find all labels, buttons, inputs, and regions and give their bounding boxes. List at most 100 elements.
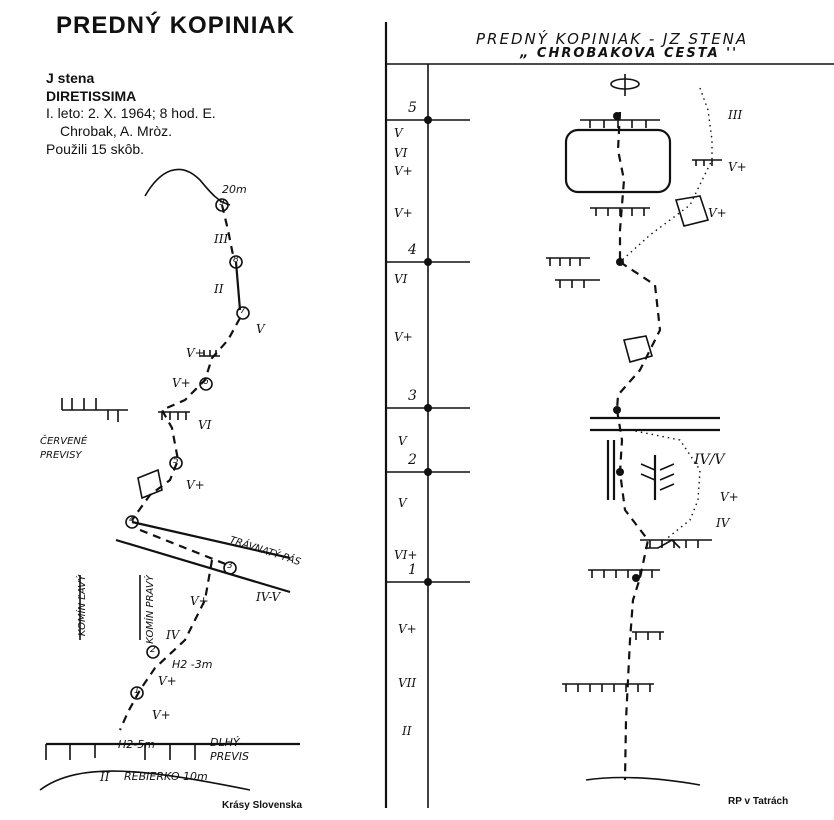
left-route-crack xyxy=(234,261,242,311)
previs-ticks xyxy=(45,744,196,760)
label-grade-iv-v: IV-V xyxy=(256,590,281,604)
left-grade-8: V xyxy=(398,496,407,510)
credit-right: RP v Tatrách xyxy=(728,796,789,807)
cervene-previsy-ticks xyxy=(61,398,128,422)
route-name: DIRETISSIMA xyxy=(46,88,137,104)
belay-num-3: 3 xyxy=(227,561,233,571)
crack-hatching xyxy=(640,463,675,491)
belay-num-5: 5 xyxy=(173,456,179,466)
label-grade-vplus-f: V+ xyxy=(152,708,171,722)
label-grade-vplus-a: V+ xyxy=(186,346,205,360)
belay-num-1: 1 xyxy=(134,686,140,696)
belay-num-2: 2 xyxy=(150,645,156,655)
left-route-lower xyxy=(118,559,214,731)
ledge-7 xyxy=(632,631,664,640)
left-belays xyxy=(125,198,250,700)
label-rebierko: REBIERKO 10m xyxy=(124,770,208,783)
left-grade-1: V xyxy=(394,126,403,140)
right-variant-upper xyxy=(619,87,713,263)
left-roof-2 xyxy=(158,411,190,420)
belay-4 xyxy=(616,258,624,266)
komin-lines xyxy=(79,575,141,640)
label-previs: PREVIS xyxy=(210,750,249,763)
left-grade-2: VI xyxy=(394,146,408,160)
left-grade-11: VII xyxy=(398,676,417,690)
tick-dot-3 xyxy=(424,404,432,412)
ascent-line-1: I. leto: 2. X. 1964; 8 hod. E. xyxy=(46,105,216,121)
right-topo-drawing xyxy=(384,22,834,808)
left-route-traverse xyxy=(139,528,229,567)
tick-dot-1 xyxy=(424,578,432,586)
tick-dot-5 xyxy=(424,116,432,124)
belay-top xyxy=(613,112,621,120)
ground-line xyxy=(39,770,251,791)
belay-num-8: 8 xyxy=(233,255,239,265)
height-num-5: 5 xyxy=(408,100,417,116)
left-grade-12: II xyxy=(402,724,412,738)
tick-dot-4 xyxy=(424,258,432,266)
height-num-4: 4 xyxy=(408,242,417,258)
right-variant-lower xyxy=(629,429,701,541)
label-grade-vplus-c: V+ xyxy=(186,478,205,492)
label-grade-v: V xyxy=(256,322,265,336)
belay-2 xyxy=(616,468,624,476)
label-dlhy: DLHÝ xyxy=(210,736,240,749)
label-komin-lavy: KOMÍN ĽAVÝ xyxy=(77,574,89,637)
tick-dot-2 xyxy=(424,468,432,476)
grass-band-bottom xyxy=(115,538,291,594)
left-route-upper xyxy=(220,204,236,261)
belay-num-6: 6 xyxy=(203,377,209,387)
label-grade-vplus-e: V+ xyxy=(158,674,177,688)
ascent-line-2: Chrobak, A. Mròz. xyxy=(60,123,173,139)
label-previsy: PREVISY xyxy=(40,450,82,461)
route-grade-iii: III xyxy=(728,108,743,122)
height-num-1: 1 xyxy=(408,562,417,578)
left-flake xyxy=(137,468,163,500)
ledge-main xyxy=(590,416,720,432)
label-cervene: ČERVENÉ xyxy=(40,436,88,447)
ledge-2 xyxy=(546,257,590,266)
ledge-4 xyxy=(692,159,722,166)
route-grade-iv: IV xyxy=(716,516,730,530)
left-grade-5: VI xyxy=(394,272,408,286)
summit-ridge xyxy=(144,168,231,206)
slab xyxy=(645,539,681,549)
left-grade-7: V xyxy=(398,434,407,448)
left-grade-3: V+ xyxy=(394,164,413,178)
label-grade-iii: III xyxy=(214,232,229,246)
route-grade-iv-v: IV/V xyxy=(694,452,725,468)
flake-mid xyxy=(622,335,654,363)
left-topo-drawing xyxy=(39,168,300,791)
right-title-line1: PREDNÝ KOPINIAK - JZ STENA xyxy=(476,30,749,48)
crack-left xyxy=(606,440,616,500)
label-grade-ii-low: II xyxy=(100,770,110,784)
label-grade-vplus-b: V+ xyxy=(172,376,191,390)
route-grade-vplus-mid: V+ xyxy=(708,206,727,220)
left-title: PREDNÝ KOPINIAK xyxy=(56,12,296,39)
ledge-5 xyxy=(640,539,712,548)
belay-num-4: 4 xyxy=(129,515,135,525)
label-komin-pravy: KOMÍN PRAVÝ xyxy=(144,575,156,644)
label-h2-5m: H2-5m xyxy=(118,738,155,751)
left-grade-10: V+ xyxy=(398,622,417,636)
ledge-8 xyxy=(562,683,654,692)
right-route-mid xyxy=(615,261,662,411)
large-block xyxy=(564,128,672,194)
face-name: J stena xyxy=(46,70,95,86)
label-grade-iv: IV xyxy=(166,628,180,642)
label-grade-vplus-d: V+ xyxy=(190,594,209,608)
height-num-3: 3 xyxy=(408,388,417,404)
height-num-2: 2 xyxy=(408,452,417,468)
right-route-upper xyxy=(616,111,626,262)
flake-upper xyxy=(674,195,710,227)
ledge-3 xyxy=(555,279,600,288)
belay-num-7: 7 xyxy=(240,306,246,316)
label-h2-3m: H2 -3m xyxy=(172,658,213,671)
right-route-lower xyxy=(615,409,650,781)
route-grade-vplus-top: V+ xyxy=(728,160,747,174)
ground-right xyxy=(585,776,701,786)
label-20m: 20m xyxy=(222,183,247,196)
left-grade-9: VI+ xyxy=(394,548,418,562)
pitons-note: Použili 15 skôb. xyxy=(46,141,145,157)
